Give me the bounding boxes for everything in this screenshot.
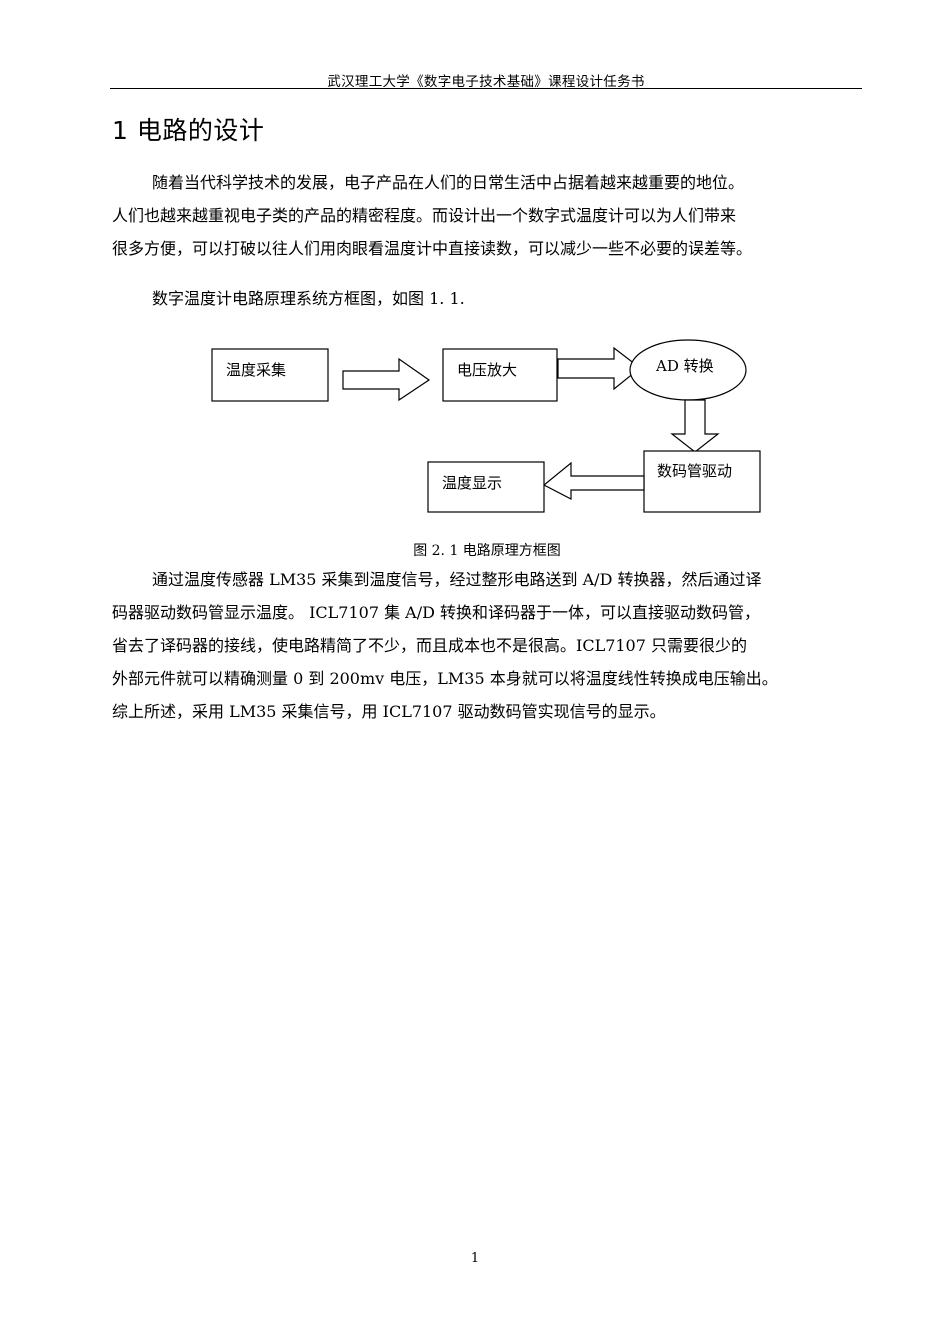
intro-paragraph: 随着当代科学技术的发展，电子产品在人们的日常生活中占据着越来越重要的地位。 人们… — [112, 166, 862, 265]
block-segment-driver-label: 数码管驱动 — [657, 462, 732, 480]
block-temperature-display: 温度显示 — [427, 461, 545, 513]
arrow-amplify-to-adc — [557, 346, 641, 391]
intro-line-2: 人们也越来越重视电子类的产品的精密程度。而设计出一个数字式温度计可以为人们带来 — [112, 206, 737, 225]
figure-caption: 图 2. 1 电路原理方框图 — [413, 543, 561, 559]
arrow-adc-to-driver — [670, 399, 720, 453]
block-temperature-display-label: 温度显示 — [442, 474, 502, 492]
figure-reference: 数字温度计电路原理系统方框图，如图 1. 1. — [112, 282, 862, 315]
body-line-4: 外部元件就可以精确测量 0 到 200mv 电压，LM35 本身就可以将温度线性… — [112, 669, 778, 688]
figure-reference-text: 数字温度计电路原理系统方框图，如图 1. 1. — [152, 289, 465, 308]
body-line-2: 码器驱动数码管显示温度。 ICL7107 集 A/D 转换和译码器于一体，可以直… — [112, 603, 761, 622]
block-temperature-collect: 温度采集 — [211, 348, 329, 402]
arrow-driver-to-display — [542, 461, 645, 500]
block-voltage-amplify-label: 电压放大 — [457, 361, 517, 379]
body-line-1: 通过温度传感器 LM35 采集到温度信号，经过整形电路送到 A/D 转换器，然后… — [152, 570, 762, 589]
intro-line-1: 随着当代科学技术的发展，电子产品在人们的日常生活中占据着越来越重要的地位。 — [152, 173, 745, 192]
block-ad-convert: AD 转换 — [629, 339, 747, 401]
block-voltage-amplify: 电压放大 — [442, 348, 558, 402]
page-header: 武汉理工大学《数字电子技术基础》课程设计任务书 — [327, 74, 645, 90]
block-segment-driver: 数码管驱动 — [643, 450, 761, 513]
intro-line-3: 很多方便，可以打破以往人们用肉眼看温度计中直接读数，可以减少一些不必要的误差等。 — [112, 239, 753, 258]
body-line-3: 省去了译码器的接线，使电路精简了不少，而且成本也不是很高。ICL7107 只需要… — [112, 636, 747, 655]
block-ad-convert-label: AD 转换 — [655, 357, 714, 375]
section-title: 1 电路的设计 — [112, 116, 265, 145]
block-diagram: 温度采集 电压放大 AD 转换 数码管驱动 温度显示 — [211, 339, 761, 513]
arrow-collect-to-amplify — [342, 357, 431, 402]
page-number: 1 — [470, 1251, 480, 1266]
body-paragraph: 通过温度传感器 LM35 采集到温度信号，经过整形电路送到 A/D 转换器，然后… — [112, 563, 862, 728]
body-line-5: 综上所述，采用 LM35 采集信号，用 ICL7107 驱动数码管实现信号的显示… — [112, 702, 666, 721]
header-rule — [110, 88, 862, 89]
block-temperature-collect-label: 温度采集 — [226, 361, 286, 379]
